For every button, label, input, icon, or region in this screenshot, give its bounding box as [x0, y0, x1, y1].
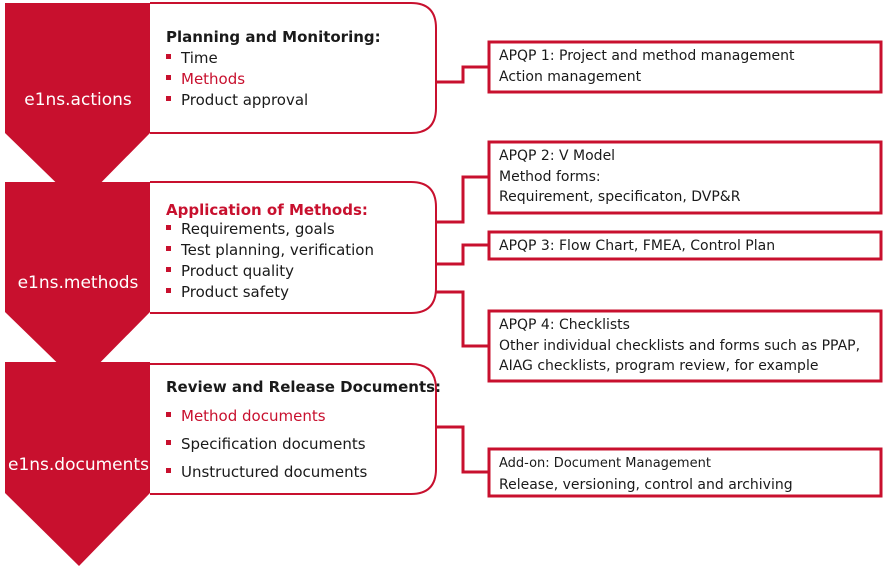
list-item: Unstructured documents — [166, 463, 367, 481]
list-item: Requirements, goals — [166, 220, 335, 238]
box-line: APQP 2: V Model — [499, 148, 616, 164]
box-line: APQP 1: Project and method management — [499, 48, 795, 64]
connector-apqp4 — [436, 290, 489, 348]
bullet-icon — [166, 246, 171, 251]
box-line: APQP 4: Checklists — [499, 317, 630, 333]
box-apqp2: APQP 2: V Model Method forms: Requiremen… — [499, 146, 740, 208]
connector-apqp1 — [436, 65, 489, 84]
connector-apqp2 — [436, 175, 489, 224]
bullet-icon — [166, 225, 171, 230]
panel-documents-outline — [150, 363, 437, 495]
list-item: Product approval — [166, 91, 308, 109]
list-item: Test planning, verification — [166, 241, 374, 259]
stage-label-documents: e1ns.documents — [8, 455, 149, 475]
box-apqp1-outline — [487, 40, 883, 94]
panel-methods-title: Application of Methods: — [166, 201, 368, 219]
list-item: Method documents — [166, 407, 326, 425]
stage-label-methods: e1ns.methods — [17, 273, 139, 293]
box-apqp4-outline — [487, 309, 883, 383]
box-apqp3: APQP 3: Flow Chart, FMEA, Control Plan — [499, 236, 775, 257]
chevron-actions — [5, 3, 150, 205]
list-item: Product safety — [166, 283, 289, 301]
connector-addon — [436, 425, 489, 474]
box-line: Other individual checklists and forms su… — [499, 337, 861, 354]
bullet-icon — [166, 75, 171, 80]
list-item: Specification documents — [166, 435, 366, 453]
list-item: Time — [166, 49, 218, 67]
bullet-icon — [166, 54, 171, 59]
panel-planning-outline — [150, 2, 437, 134]
box-apqp1: APQP 1: Project and method management Ac… — [499, 46, 794, 87]
list-item: Product quality — [166, 262, 294, 280]
connector-apqp3 — [436, 243, 489, 266]
bullet-icon — [166, 440, 171, 445]
panel-documents-title: Review and Release Documents: — [166, 378, 442, 396]
bullet-icon — [166, 96, 171, 101]
box-apqp2-outline — [487, 140, 883, 215]
bullet-icon — [166, 468, 171, 473]
bullet-icon — [166, 288, 171, 293]
stage-label-actions: e1ns.actions — [24, 90, 132, 110]
panel-methods-outline — [150, 181, 437, 314]
box-addon: Add-on: Document Management Release, ver… — [499, 454, 793, 495]
chevron-documents — [5, 362, 150, 566]
box-line: APQP 3: Flow Chart, FMEA, Control Plan — [499, 238, 776, 254]
box-line: Release, versioning, control and archivi… — [499, 476, 793, 493]
box-apqp4: APQP 4: Checklists Other individual chec… — [499, 315, 860, 377]
chevron-methods — [5, 182, 150, 384]
box-line: Requirement, specificaton, DVP&R — [499, 189, 741, 205]
box-line: Method forms: — [499, 168, 601, 185]
panel-planning-title: Planning and Monitoring: — [166, 28, 381, 46]
list-item: Methods — [166, 70, 245, 88]
box-line: AIAG checklists, program review, for exa… — [499, 358, 819, 374]
bullet-icon — [166, 412, 171, 417]
box-line: Action management — [499, 68, 642, 85]
bullet-icon — [166, 267, 171, 272]
box-line: Add-on: Document Management — [499, 456, 711, 471]
